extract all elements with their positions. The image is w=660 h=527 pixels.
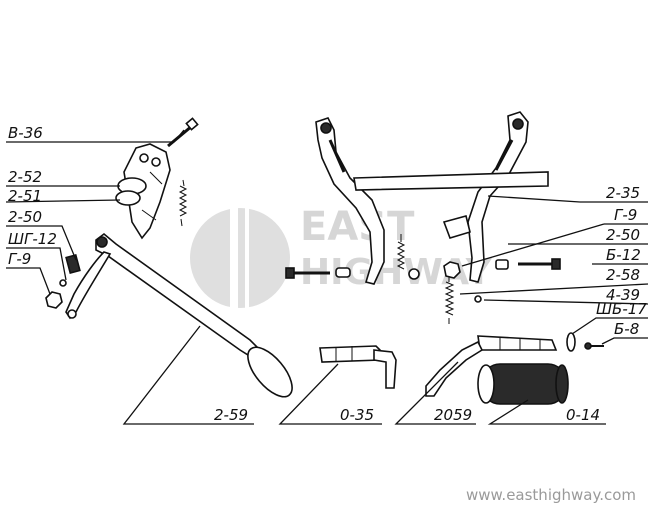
leader-g9-left [6,267,51,295]
washer-shb17 [566,332,576,352]
washer-2-50-left [59,279,67,287]
label-0-35: 0-35 [340,406,374,424]
label-g9-left: Г-9 [8,250,31,268]
leader-0-14 [487,399,606,425]
watermark-road-mark [230,208,238,308]
bolt-v36 [167,117,199,148]
bushing [335,267,351,278]
washer-2-50-right [495,259,509,270]
leader-2-35-tail [487,195,581,203]
bolt-b12 [518,258,561,270]
washer-center [408,268,420,280]
label-2-50-right: 2-50 [606,226,640,244]
label-2-51: 2-51 [8,187,42,205]
nut-shg12 [65,253,81,275]
label-2-35: 2-35 [606,184,640,202]
label-shg12: ШГ-12 [8,230,57,248]
watermark: EAST HIGHWAY [190,204,493,308]
label-2-52: 2-52 [8,168,42,186]
leader-2059 [394,361,476,425]
lever-2-59 [65,232,293,398]
spring-center [396,234,406,270]
label-g9-right: Г-9 [614,206,637,224]
leader-2-59 [122,325,254,425]
leader-g9-right-tail [461,223,605,267]
leader-b8 [601,337,648,345]
label-2059: 2059 [434,406,472,424]
label-2-58: 2-58 [606,266,640,284]
leader-0-35 [278,363,382,425]
label-b12: Б-12 [606,246,641,264]
leader-v36 [6,129,185,143]
label-0-14: 0-14 [566,406,600,424]
grip-0-14 [477,363,569,405]
leader-2-58 [459,283,649,295]
cotter-pin-b8 [584,342,604,350]
label-v36: В-36 [8,124,43,142]
leader-2-50-left [6,225,77,261]
label-shb17: ШБ-17 [596,300,647,318]
label-2-59: 2-59 [214,406,248,424]
label-b8: Б-8 [614,320,639,338]
spring-left [178,179,188,227]
label-4-39: 4-39 [606,286,640,304]
watermark-road-mark [245,208,249,308]
footrest-2059 [425,335,558,397]
part-labels: В-36 2-52 2-51 2-50 ШГ-12 Г-9 2-35 Г-9 2… [8,124,647,424]
leader-shb17 [571,317,648,335]
pin-4-39 [474,295,482,303]
footer-url: www.easthighway.com [466,486,636,504]
nut-g9-left [45,291,63,309]
pivot-bolt [285,267,330,279]
stand-2-35 [315,111,549,285]
leader-shg12 [6,247,67,281]
leader-lines [5,129,649,425]
kick-lever-0-35 [319,345,397,389]
nut-g9-right [443,261,461,279]
watermark-circle [190,208,290,308]
leader-4-39 [483,299,649,305]
label-2-50-left: 2-50 [8,208,42,226]
bracket-assembly [115,143,171,240]
leader-2-51 [5,199,121,203]
